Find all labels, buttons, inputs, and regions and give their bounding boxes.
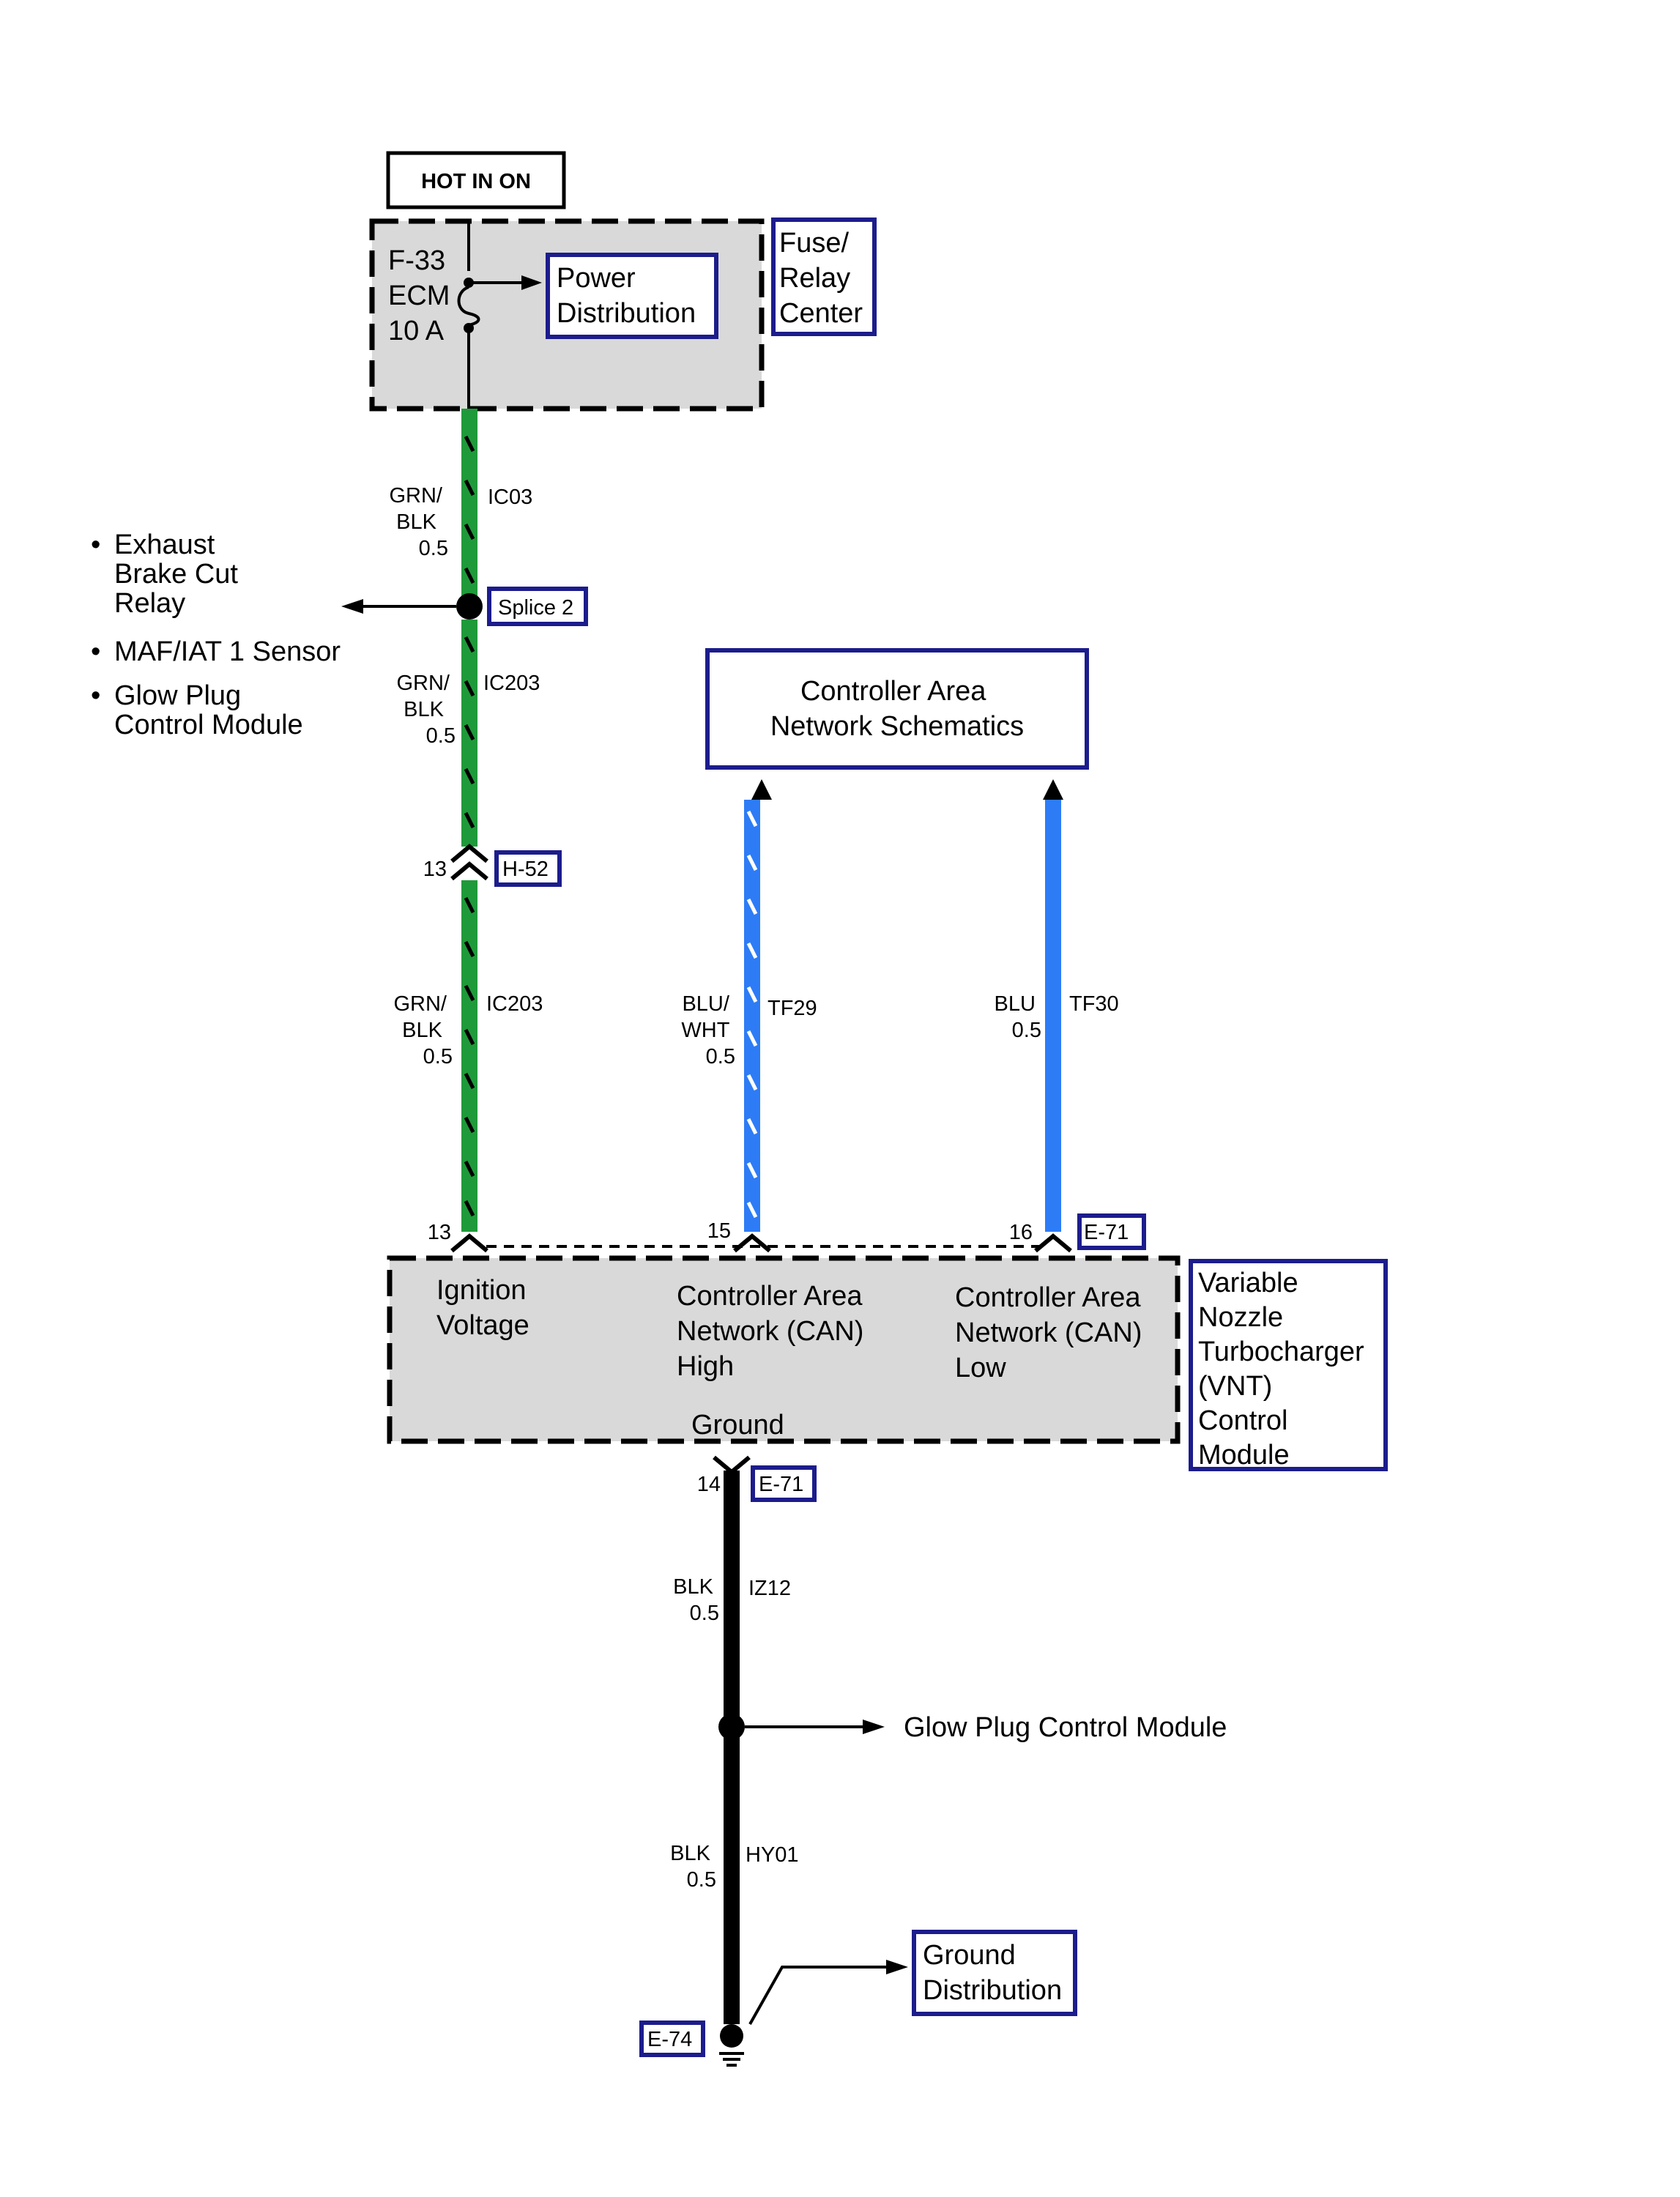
destination-exhaust-brake-cut-relay: Exhaust Brake Cut Relay [114, 529, 246, 619]
svg-text:BLU/ WHT 0.5: BLU/ WHT 0.5 [681, 992, 735, 1068]
svg-text:Splice 2: Splice 2 [498, 596, 573, 620]
svg-text:15: 15 [707, 1219, 731, 1243]
e71-top-link[interactable]: E-71 [1077, 1213, 1146, 1250]
hot-in-on-label: HOT IN ON [421, 170, 531, 193]
circuit-ic03: IC03 [488, 486, 532, 509]
fuse-relay-center-label: Fuse/ Relay Center [771, 218, 877, 336]
fuse-icon [457, 286, 480, 327]
power-distribution-arrow-icon [521, 275, 542, 290]
pin-ground: Ground [691, 1410, 784, 1440]
e74-link[interactable]: E-74 [639, 2021, 705, 2057]
svg-text:E-71: E-71 [759, 1473, 803, 1496]
wire-ic03: GRN/ BLK 0.5 IC03 [389, 409, 532, 606]
connector-e71-top: 13 15 16 E-71 [428, 1213, 1146, 1253]
circuit-hy01: HY01 [746, 1843, 799, 1867]
svg-text:16: 16 [1009, 1221, 1033, 1244]
svg-text:Power Distribution: Power Distribution [557, 263, 696, 329]
ground-icon [719, 2052, 744, 2067]
fuse-label: F-33 ECM 10 A [388, 245, 458, 346]
splice-2-link[interactable]: Splice 2 [487, 587, 588, 626]
svg-text:Controller Area Network: Controller Area Network Schematics [770, 676, 1024, 742]
svg-text:H-52: H-52 [502, 858, 549, 881]
ground-distribution-link[interactable]: Ground Distribution [912, 1930, 1077, 2016]
pin-ignition-voltage: Ignition Voltage [436, 1275, 534, 1341]
glow-plug-destination: Glow Plug Control Module [904, 1712, 1227, 1743]
svg-text:GRN/ BLK 0.5: GRN/ BLK 0.5 [389, 484, 448, 560]
svg-text:•: • [91, 636, 100, 667]
circuit-ic203-upper: IC203 [483, 672, 540, 695]
glow-plug-arrow-icon [863, 1720, 885, 1734]
svg-text:Variable Nozzle Tu: Variable Nozzle Turbocharger (VNT) Contr… [1198, 1268, 1372, 1471]
connector-h52: 13 H-52 [423, 844, 562, 887]
circuit-tf29: TF29 [767, 997, 817, 1020]
ground-e74: E-74 [639, 1960, 908, 2067]
splice-destinations: • Exhaust Brake Cut Relay • MAF/IAT 1 Se… [91, 529, 341, 740]
svg-text:E-74: E-74 [647, 2028, 692, 2051]
wire-iz12: BLK 0.5 IZ12 [673, 1471, 791, 1727]
can-schematics-link[interactable]: Controller Area Network Schematics [705, 648, 1089, 770]
power-distribution-link[interactable]: Power Distribution [546, 253, 718, 339]
pin-can-high: Controller Area Network (CAN) High [677, 1281, 871, 1382]
can-high-arrow-icon [751, 779, 772, 800]
wire-ic203-upper: GRN/ BLK 0.5 IC203 [396, 620, 540, 847]
destination-maf-iat-sensor: MAF/IAT 1 Sensor [114, 636, 341, 667]
svg-text:•: • [91, 529, 100, 560]
connector-e71-bottom: 14 E-71 [697, 1455, 817, 1502]
vnt-control-module: Ignition Voltage Controller Area Network… [387, 1255, 1181, 1444]
svg-text:GRN/ BLK 0.5: GRN/ BLK 0.5 [393, 992, 453, 1068]
svg-text:GRN/ BLK 0.5: GRN/ BLK 0.5 [396, 672, 456, 748]
svg-text:BLK 0.5: BLK 0.5 [673, 1575, 719, 1625]
can-low-arrow-icon [1043, 779, 1063, 800]
destination-glow-plug-control-module: Glow Plug Control Module [114, 680, 303, 740]
wire-tf29: BLU/ WHT 0.5 TF29 [681, 779, 817, 1232]
splice-2: Splice 2 [341, 587, 588, 626]
wire-ic203-lower: GRN/ BLK 0.5 IC203 [393, 880, 543, 1232]
splice-arrow-icon [341, 599, 363, 614]
svg-text:Fuse/ Relay Center: Fuse/ Relay Center [779, 228, 863, 329]
circuit-iz12: IZ12 [748, 1577, 791, 1600]
fuse-relay-center: F-33 ECM 10 A Power Distribution [369, 218, 765, 412]
ground-distribution-arrow-icon [886, 1960, 908, 1974]
pin-can-low: Controller Area Network (CAN) Low [955, 1282, 1150, 1383]
svg-text:14: 14 [697, 1473, 721, 1496]
svg-text:13: 13 [428, 1221, 451, 1244]
h52-link[interactable]: H-52 [494, 850, 562, 887]
wire-hy01: BLK 0.5 HY01 [670, 1727, 799, 2024]
vnt-module-label: Variable Nozzle Turbocharger (VNT) Contr… [1189, 1259, 1388, 1471]
h52-pin: 13 [423, 858, 447, 881]
hot-in-on-box: HOT IN ON [386, 151, 566, 209]
wire-tf30: BLU 0.5 TF30 [995, 779, 1119, 1232]
ground-splice: Glow Plug Control Module [718, 1712, 1227, 1743]
circuit-ic203-lower: IC203 [486, 992, 543, 1016]
circuit-tf30: TF30 [1069, 992, 1119, 1016]
e71-bottom-link[interactable]: E-71 [751, 1465, 817, 1502]
svg-text:BLU 0.5: BLU 0.5 [995, 992, 1041, 1042]
svg-text:BLK 0.5: BLK 0.5 [670, 1842, 716, 1892]
svg-text:Ground Distribution: Ground Distribution [923, 1940, 1062, 2006]
svg-text:•: • [91, 680, 100, 711]
svg-text:E-71: E-71 [1084, 1221, 1129, 1244]
